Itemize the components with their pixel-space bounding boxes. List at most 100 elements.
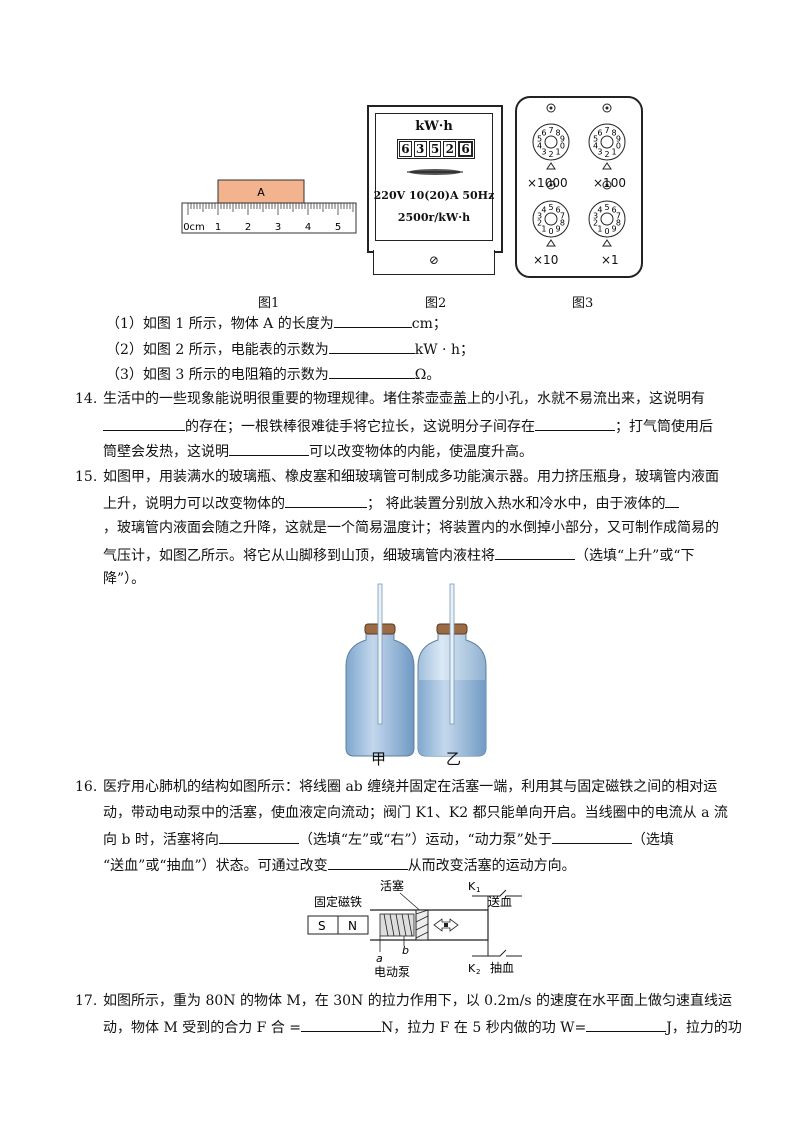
dial-multiplier-100: ×100 bbox=[593, 176, 626, 190]
q14-line-1: 生活中的一些现象能说明很重要的物理规律。堵住茶壶壶盖上的小孔，水就不易流出来，这… bbox=[103, 391, 705, 407]
dial-hub bbox=[544, 212, 558, 226]
q15-line-1: 如图甲，用装满水的玻璃瓶、橡皮塞和细玻璃管可制成多功能演示器。用力挤压瓶身，玻璃… bbox=[103, 469, 719, 485]
answer-blank-q14-2[interactable] bbox=[535, 415, 615, 431]
dial-digit: 7 bbox=[604, 126, 609, 135]
meter-digit-1: 6 bbox=[399, 141, 412, 157]
label-fixed-magnet: 固定磁铁 bbox=[314, 894, 362, 909]
dial-digit: 2 bbox=[537, 219, 542, 228]
dial-digit: 8 bbox=[556, 128, 561, 137]
svg-text:N: N bbox=[348, 919, 357, 933]
dial-digit: 2 bbox=[548, 150, 553, 159]
dial-digit: 9 bbox=[560, 134, 565, 143]
answer-blank-q15-3[interactable] bbox=[495, 544, 575, 560]
dial-digit: 5 bbox=[593, 134, 598, 143]
dial-knob-center bbox=[549, 183, 553, 187]
answer-blank-resistance[interactable] bbox=[328, 363, 415, 379]
dial-digit: 4 bbox=[537, 142, 542, 151]
q15-line-2: 上升，说明力可以改变物体的； 将此装置分别放入热水和冷水中，由于液体的 bbox=[103, 492, 680, 514]
dial-digit: 4 bbox=[541, 205, 546, 214]
dial-hub bbox=[544, 135, 558, 149]
answer-blank-q16-1[interactable] bbox=[218, 828, 299, 844]
double-arrow bbox=[433, 918, 459, 932]
meter-digit-window: 6 3 5 2 6 bbox=[397, 139, 475, 159]
figure-3-caption: 图3 bbox=[572, 296, 594, 311]
dial-digit: 0 bbox=[616, 142, 621, 151]
dial-digit: 1 bbox=[556, 148, 561, 157]
dial-digit: 4 bbox=[597, 205, 602, 214]
answer-blank-q17-1[interactable] bbox=[301, 1016, 382, 1032]
answer-blank-length[interactable] bbox=[333, 312, 412, 328]
q16-number: 16. bbox=[75, 779, 98, 795]
pump-body bbox=[370, 909, 489, 941]
dial-digit: 6 bbox=[612, 205, 617, 214]
q15-line-5: 降”）。 bbox=[103, 571, 146, 587]
answer-blank-meter[interactable] bbox=[328, 338, 415, 354]
dial-digit: 0 bbox=[548, 227, 553, 236]
svg-text:K: K bbox=[468, 962, 476, 975]
bottle-yi bbox=[417, 583, 487, 757]
figure-heart-lung-pump: 固定磁铁 活塞 S N a b 电动泵 K 1 送血 K 2 抽血 bbox=[307, 878, 522, 979]
dial-digit: 6 bbox=[597, 128, 602, 137]
ruler-label: 1 bbox=[215, 222, 221, 233]
dial-digit: 8 bbox=[560, 219, 565, 228]
dial-digit: 3 bbox=[541, 148, 546, 157]
valve-k2 bbox=[472, 940, 522, 957]
answer-blank-q16-3[interactable] bbox=[327, 854, 408, 870]
q16-line-4: “送血”或“抽血”）状态。可通过改变从而改变活塞的运动方向。 bbox=[103, 854, 576, 876]
label-b: b bbox=[402, 944, 409, 957]
dial-digit: 2 bbox=[604, 150, 609, 159]
dial-multiplier-1000: ×1000 bbox=[527, 176, 568, 190]
dial-digit: 0 bbox=[604, 227, 609, 236]
answer-blank-q17-2[interactable] bbox=[586, 1016, 667, 1032]
q17-number: 17. bbox=[75, 993, 98, 1009]
svg-text:2: 2 bbox=[476, 968, 480, 976]
answer-blank-q15-1[interactable] bbox=[285, 492, 367, 508]
magnet-n bbox=[337, 915, 369, 935]
dial-digit: 3 bbox=[537, 211, 542, 220]
dial-digit: 9 bbox=[616, 134, 621, 143]
answer-blank-q14-3[interactable] bbox=[229, 440, 309, 456]
meter-digit-3: 5 bbox=[428, 141, 442, 157]
ruler-label: 3 bbox=[275, 222, 281, 233]
figure-2-caption: 图2 bbox=[425, 296, 447, 311]
ruler-label: 5 bbox=[335, 222, 341, 233]
meter-digit-5: 6 bbox=[458, 141, 473, 157]
ruler-label: 2 bbox=[245, 222, 251, 233]
meter-unit: kW·h bbox=[415, 119, 453, 134]
label-send-blood: 送血 bbox=[488, 894, 512, 909]
answer-blank-q16-2[interactable] bbox=[551, 828, 632, 844]
dial-hub bbox=[600, 135, 614, 149]
dial-multiplier-1: ×1 bbox=[601, 253, 619, 267]
dial-multiplier-10: ×10 bbox=[533, 253, 559, 267]
dial-pointer bbox=[602, 162, 612, 170]
dial-digit: 6 bbox=[541, 128, 546, 137]
dial-digit: 3 bbox=[593, 211, 598, 220]
dial-digit: 1 bbox=[541, 225, 546, 234]
dial-digit: 1 bbox=[597, 225, 602, 234]
label-piston: 活塞 bbox=[380, 878, 404, 893]
q15-number: 15. bbox=[75, 469, 98, 485]
dial-pointer bbox=[546, 239, 556, 247]
q17-line-2: 动，物体 M 受到的合力 F 合 =N，拉力 F 在 5 秒内做的功 W=J，拉… bbox=[103, 1016, 742, 1038]
block-a-label: A bbox=[257, 186, 265, 199]
dial-knob-center bbox=[549, 106, 553, 110]
answer-blank-q15-2[interactable] bbox=[665, 492, 680, 508]
meter-spec-revolutions: 2500r/kW·h bbox=[397, 211, 471, 224]
dial-digit: 9 bbox=[556, 225, 561, 234]
answer-blank-q14-1[interactable] bbox=[103, 415, 185, 431]
meter-spec-rating: 220V 10(20)A 50Hz bbox=[373, 189, 495, 202]
ruler-label: 0cm bbox=[183, 222, 205, 233]
dial-digit: 6 bbox=[556, 205, 561, 214]
label-yi: 乙 bbox=[446, 750, 462, 768]
coil bbox=[379, 913, 415, 937]
dial-digit: 5 bbox=[604, 203, 609, 212]
dial-digit: 8 bbox=[616, 219, 621, 228]
dial-pointer bbox=[546, 162, 556, 170]
dial-digit: 1 bbox=[612, 148, 617, 157]
dial-digit: 5 bbox=[548, 203, 553, 212]
